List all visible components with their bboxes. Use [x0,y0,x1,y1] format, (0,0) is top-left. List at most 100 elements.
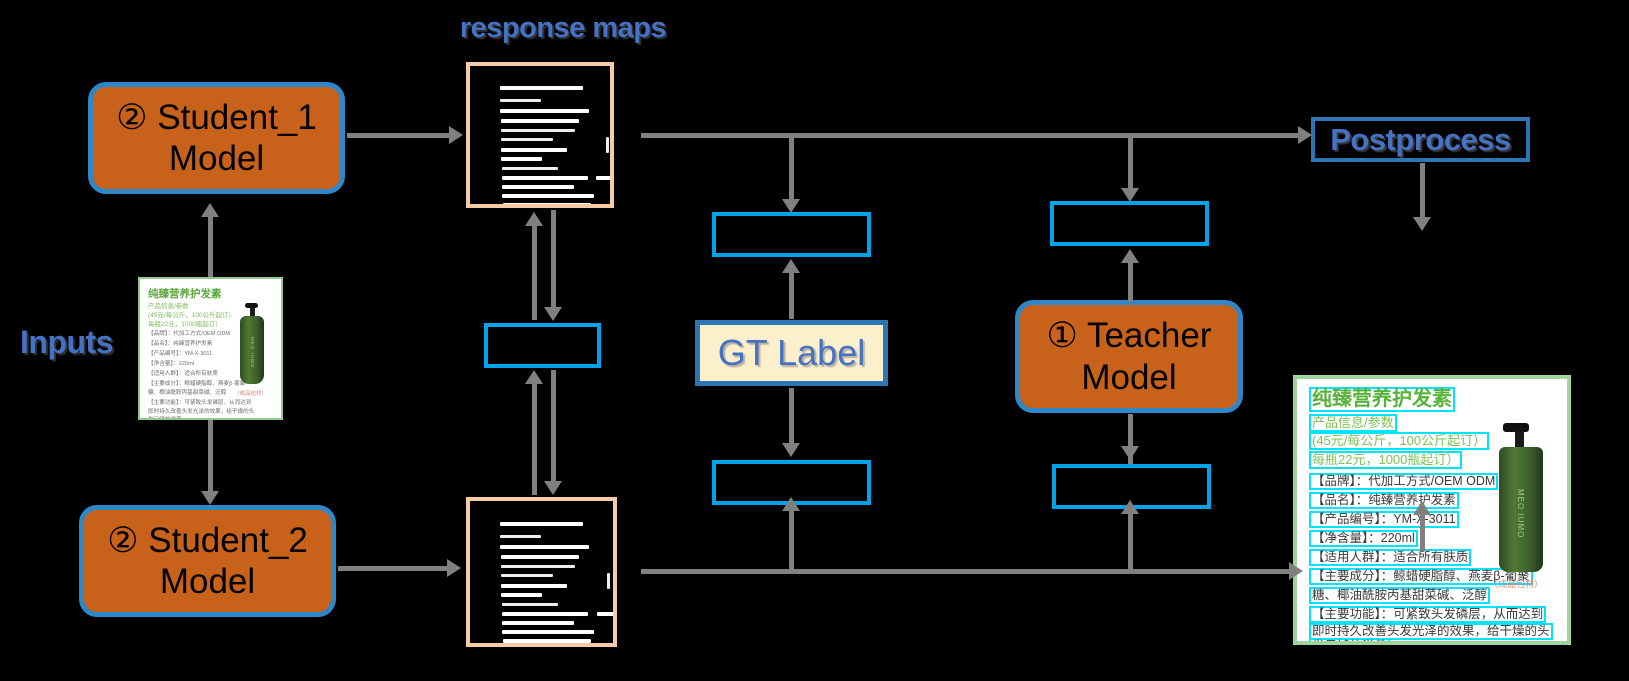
arrow-postprocess-top-to-output [1420,163,1425,218]
bus-bottom-respmap-to-postprocess [641,569,1292,574]
student-1-model-node[interactable]: ② Student_1 Model [88,82,345,194]
ocr-box-row: 【主要成分】：鲸蜡硬脂醇、燕麦β-葡聚 [1309,568,1533,586]
arrow-mid-to-respmap-bottom-head [544,481,562,495]
response-maps-title: response maps [459,12,667,44]
input-bottle-label: MEO IUMO [250,337,255,369]
teacher-model-line-1: ① Teacher [1046,316,1212,356]
branch-bottom-bus-to-gt-loss-head [782,497,800,511]
branch-top-bus-to-gt-loss [789,136,794,204]
response-map-top [466,62,614,208]
arrow-student2-to-respmap [338,566,448,571]
ocr-box-row: 发足够的滋养 [1309,638,1391,641]
bus-bottom-head [1289,562,1303,580]
input-product-row: 【产品编号】：YM-X-3011 [148,351,213,357]
input-product-caption: （成品包材） [234,391,268,397]
output-product-image: 纯臻营养护发素 产品信息/参数 (45元/每公斤，100公斤起订） 每瓶22元，… [1293,375,1571,645]
input-bottle-pump-icon [245,303,258,308]
arrow-student2-to-respmap-head [447,559,461,577]
response-map-bottom [466,497,617,647]
ocr-box-subtitle: 产品信息/参数 [1309,414,1397,432]
branch-bottom-bus-to-gt-loss [789,509,794,569]
student-2-model-line-2: Model [159,562,256,601]
gt-label-text: GT Label [717,332,866,373]
output-bottle-neck-icon [1515,431,1524,449]
arrow-student1-to-respmap [347,133,450,138]
arrow-postprocess-bottom-to-output [1420,513,1425,551]
arrow-respmap-top-to-mid [551,210,556,308]
input-product-row: 【主要成分】：鲸蜡硬脂醇、燕麦β-葡聚 [148,381,246,387]
student-2-model-node[interactable]: ② Student_2 Model [79,505,336,617]
input-product-subtitle: 产品信息/参数 [148,303,189,310]
arrow-gt-to-loss-top [789,272,794,319]
output-bottle-pump-icon [1503,423,1529,432]
branch-top-bus-to-teacher-loss-head [1121,188,1139,202]
arrow-mid-to-respmap-bottom [551,370,556,482]
arrow-input-to-student1 [208,215,213,277]
arrow-respmap-top-to-mid-head [544,307,562,321]
input-product-price-1: (45元/每公斤，100公斤起订） [148,312,236,319]
ocr-box-row: 糖、椰油酰胺丙基甜菜碱、泛醇 [1309,587,1491,605]
ocr-box-price-1: (45元/每公斤，100公斤起订） [1309,432,1490,450]
student-2-model-line-1: ② Student_2 [107,520,308,560]
input-product-image: 纯臻营养护发素 产品信息/参数 (45元/每公斤，100公斤起订） 每瓶22元，… [138,277,283,420]
ocr-box-price-2: 每瓶22元，1000瓶起订） [1309,451,1463,469]
input-product-row: 【净含量】：220ml [148,361,194,367]
ocr-box-row: 【产品编号】：YM-X-3011 [1309,511,1459,529]
loss-box-gt-top[interactable] [712,212,871,257]
postprocess-top-label: Postprocess [1330,121,1511,157]
input-product-row: 【主要功能】：可紧致头发磷层，从而达到 [148,400,252,406]
arrow-input-to-student1-head [201,203,219,217]
bus-top-head [1298,126,1312,144]
teacher-model-line-2: Model [1081,357,1177,397]
ocr-box-row: 【净含量】：220ml [1309,530,1418,548]
input-product-row: 发足够的滋养 [148,417,182,420]
ocr-box-row: 【适用人群】：适合所有肤质 [1309,549,1472,567]
branch-bottom-bus-to-teacher-loss [1128,512,1133,569]
branch-top-bus-to-gt-loss-head [782,199,800,213]
arrow-teacher-to-loss-bottom-head [1121,446,1139,460]
arrow-respmap-bottom-to-mid [532,382,537,495]
arrow-teacher-to-loss-top [1128,262,1133,302]
arrow-postprocess-bottom-to-output-head [1413,501,1431,515]
student-1-model-line-1: ② Student_1 [116,97,317,137]
arrow-postprocess-top-to-output-head [1413,217,1431,231]
arrow-input-to-student2 [208,420,213,492]
arrow-student1-to-respmap-head [449,126,463,144]
branch-top-bus-to-teacher-loss [1128,136,1133,193]
teacher-model-node[interactable]: ① Teacher Model [1015,300,1243,413]
ocr-box-row: 即时持久改善头发光泽的效果，给干燥的头 [1309,623,1553,641]
output-bottle-label: MEO IUMO [1516,489,1525,539]
ocr-box-row: 【品名】：纯臻营养护发素 [1309,492,1459,510]
output-product-caption: （成品包材） [1489,579,1544,589]
inputs-label: Inputs [20,324,113,360]
bus-top-respmap-to-postprocess [641,133,1301,138]
arrow-teacher-to-loss-bottom [1128,414,1133,464]
arrow-mid-to-respmap-top [532,225,537,320]
ocr-box-row: 【主要功能】：可紧致头发磷层，从而达到 [1309,606,1547,624]
arrow-mid-to-respmap-top-head [525,212,543,226]
ocr-box-row: 【品牌】：代加工方式/OEM ODM [1309,473,1499,491]
input-product-row: 【品牌】：代加工方式/OEM ODM [148,331,231,337]
loss-box-student-mid[interactable] [484,323,601,368]
arrow-input-to-student2-head [201,491,219,505]
arrow-gt-to-loss-top-head [782,259,800,273]
gt-label-node[interactable]: GT Label [695,320,888,386]
input-product-row: 【适用人群】：适合所有肤质 [148,371,218,377]
input-product-title: 纯臻营养护发素 [148,288,222,300]
input-product-price-2: 每瓶22元，1000瓶起订） [148,321,222,328]
arrow-respmap-bottom-to-mid-head [525,370,543,384]
arrow-gt-to-loss-bottom-head [782,443,800,457]
input-bottle-icon [240,316,264,384]
input-product-row: 【品名】：纯臻营养护发素 [148,341,213,347]
arrow-gt-to-loss-bottom [789,388,794,444]
ocr-box-title: 纯臻营养护发素 [1309,387,1455,412]
arrow-teacher-to-loss-top-head [1121,249,1139,263]
postprocess-top-node[interactable]: Postprocess [1311,117,1530,162]
student-1-model-line-2: Model [168,139,265,178]
input-product-row: 即时持久改善头发光泽的效果，给干燥的头 [148,409,255,415]
input-bottle-neck-icon [250,307,255,317]
branch-bottom-bus-to-teacher-loss-head [1121,500,1139,514]
input-product-row: 糖、椰油酰胺丙基甜菜碱、泛醇 [148,390,227,396]
loss-box-teacher-top[interactable] [1050,201,1209,246]
output-bottle-icon [1499,447,1543,572]
